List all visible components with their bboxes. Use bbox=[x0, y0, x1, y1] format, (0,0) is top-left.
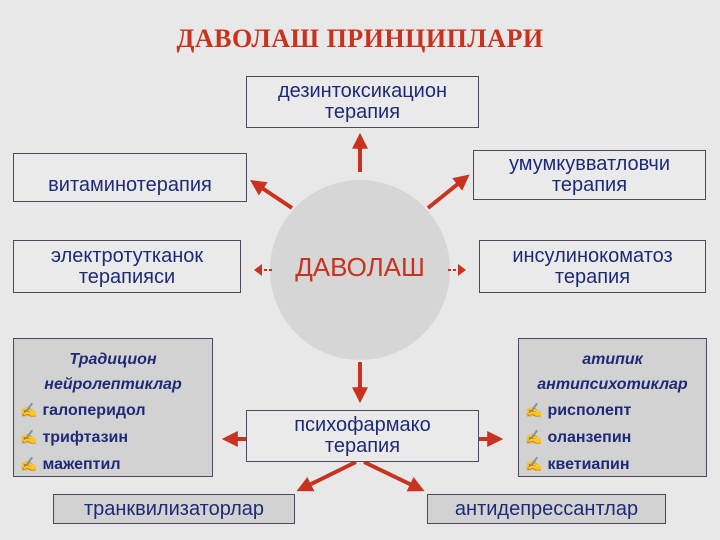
panel-heading: атипик bbox=[582, 351, 643, 368]
list-item: ✍оланзепин bbox=[525, 429, 632, 446]
writing-hand-icon: ✍ bbox=[525, 429, 543, 445]
arrow-to-tranq bbox=[296, 460, 357, 492]
box-strengthening-therapy: умумкувватловчи терапия bbox=[473, 150, 706, 200]
box-tranquilizers: транквилизаторлар bbox=[53, 494, 295, 524]
box-vitamin-therapy: витаминотерапия bbox=[13, 153, 247, 202]
list-item: ✍мажептил bbox=[20, 456, 121, 473]
arrow-to-antidep bbox=[363, 460, 425, 492]
writing-hand-icon: ✍ bbox=[20, 456, 38, 472]
drug-list: ✍галоперидол ✍трифтазин ✍мажептил bbox=[14, 397, 212, 478]
dotted-arrowhead-electro bbox=[254, 264, 262, 276]
writing-hand-icon: ✍ bbox=[20, 402, 38, 418]
center-label: ДАВОЛАШ bbox=[295, 252, 425, 282]
drug-list: ✍рисполепт ✍оланзепин ✍кветиапин bbox=[519, 397, 706, 478]
arrow-to-strength bbox=[426, 174, 470, 210]
panel-heading: Традицион bbox=[69, 351, 157, 368]
box-antidepressants: антидепрессантлар bbox=[427, 494, 666, 524]
box-insulin-coma-therapy: инсулинокоматоз терапия bbox=[479, 240, 706, 293]
list-item: ✍трифтазин bbox=[20, 429, 129, 446]
box-electroconvulsive-therapy: электротутканок терапияси bbox=[13, 240, 241, 293]
writing-hand-icon: ✍ bbox=[525, 456, 543, 472]
list-item: ✍галоперидол bbox=[20, 402, 146, 419]
center-circle bbox=[270, 180, 450, 360]
panel-typical-neuroleptics: Традицион нейролептиклар ✍галоперидол ✍т… bbox=[13, 338, 213, 477]
box-detox-therapy: дезинтоксикацион терапия bbox=[246, 76, 479, 128]
dotted-arrowhead-insulin bbox=[458, 264, 466, 276]
list-item: ✍кветиапин bbox=[525, 456, 630, 473]
arrow-to-vitamin bbox=[250, 180, 294, 210]
box-psychopharmacotherapy: психофармако терапия bbox=[246, 410, 479, 462]
writing-hand-icon: ✍ bbox=[20, 429, 38, 445]
panel-heading: антипсихотиклар bbox=[537, 376, 688, 393]
panel-heading: нейролептиклар bbox=[44, 376, 182, 393]
writing-hand-icon: ✍ bbox=[525, 402, 543, 418]
panel-atypical-antipsychotics: атипик антипсихотиклар ✍рисполепт ✍оланз… bbox=[518, 338, 707, 477]
page-title: ДАВОЛАШ ПРИНЦИПЛАРИ bbox=[176, 24, 544, 53]
list-item: ✍рисполепт bbox=[525, 402, 632, 419]
